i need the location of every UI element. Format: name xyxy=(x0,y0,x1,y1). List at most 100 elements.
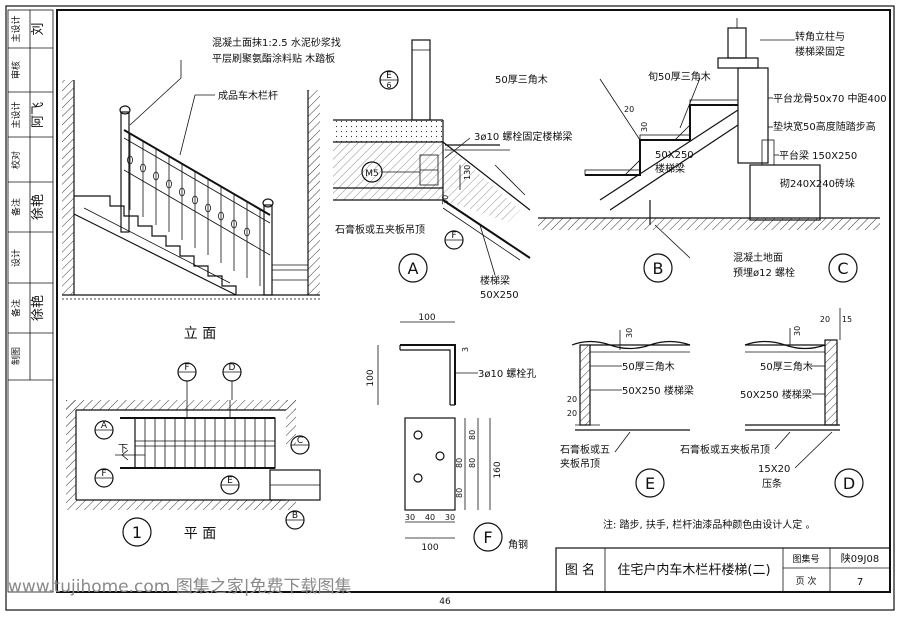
plan-m-a: A xyxy=(101,421,108,431)
b-angle-wood-2: 旬50厚三角木 xyxy=(648,70,711,83)
f-dim-100-left: 100 xyxy=(366,369,376,386)
a-bolt-note: 3ø10 螺栓固定楼梯梁 xyxy=(474,130,572,143)
e-beam: 50X250 楼梯梁 xyxy=(622,384,694,397)
side-sign-4: 徐艳 xyxy=(30,194,46,220)
detail-c: 转角立柱与 楼梯梁固定 平台龙骨50x70 中距400 垫块宽50高度随踏步高 … xyxy=(717,18,887,283)
a-marker: A xyxy=(408,259,419,278)
elev-note-1: 混凝土面抹1:2.5 水泥砂浆找 xyxy=(212,36,341,49)
a-sect-e-sub: 6 xyxy=(386,81,391,90)
side-label-7: 制图 xyxy=(10,347,22,365)
c-post-1: 转角立柱与 xyxy=(795,30,845,43)
elev-rail-label: 成品车木栏杆 xyxy=(218,89,278,102)
side-label-0: 主设计 xyxy=(10,15,22,42)
a-ceiling: 石膏板或五夹板吊顶 xyxy=(335,223,425,236)
e-dim-30: 30 xyxy=(625,328,634,338)
c-pad: 垫块宽50高度随踏步高 xyxy=(773,120,876,133)
b-dim-20: 20 xyxy=(624,105,634,114)
e-angle-wood: 50厚三角木 xyxy=(622,361,675,373)
tb-name: 住宅户内车木栏杆楼梯(二) xyxy=(617,562,770,578)
side-label-1: 审核 xyxy=(10,61,22,79)
c-beam: 平台梁 150X250 xyxy=(779,149,857,162)
plan-m-f: F xyxy=(184,363,189,373)
inner-frame xyxy=(56,9,891,593)
side-label-5: 设计 xyxy=(10,249,22,267)
a-beam-1: 楼梯梁 xyxy=(480,274,510,287)
side-sign-0: 刘 xyxy=(31,22,46,35)
detail-e: 30 50厚三角木 50X250 楼梯梁 20 20 石膏板或五 夹板吊顶 E xyxy=(560,328,694,498)
tb-name-label: 图 名 xyxy=(565,562,595,578)
e-marker: E xyxy=(645,474,655,493)
elevation-view: 混凝土面抹1:2.5 水泥砂浆找 平层刷聚氨酯涂料贴 木踏板 成品车木栏杆 立 … xyxy=(62,36,341,342)
d-dim-30: 30 xyxy=(793,326,802,336)
outer-frame xyxy=(5,5,895,611)
b-marker: B xyxy=(653,259,664,278)
f-dim-100-bot: 100 xyxy=(421,543,438,553)
plan-m-b: B xyxy=(292,511,298,521)
a-dim-130: 130 xyxy=(463,165,472,180)
elev-note-2: 平层刷聚氨酯涂料贴 木踏板 xyxy=(212,52,335,65)
tb-set-label: 图集号 xyxy=(792,553,819,565)
detail-a: E 6 M5 130 30 F 3ø10 螺栓固定楼梯梁 石膏板或五夹板吊顶 楼… xyxy=(333,39,572,301)
c-keel: 平台龙骨50x70 中距400 xyxy=(773,92,887,105)
d-angle-wood: 50厚三角木 xyxy=(760,361,813,373)
d-strip-2: 压条 xyxy=(762,477,782,490)
watermark: www.tujihome.com 图集之家|免费下载图集 xyxy=(8,577,351,597)
plan-m-e: E xyxy=(227,476,233,486)
f-dim-30a: 30 xyxy=(405,513,415,522)
f-dim-80a: 80 xyxy=(468,430,477,440)
side-sign-2: 阿飞 xyxy=(31,102,46,128)
title-block: 图 名 住宅户内车木栏杆楼梯(二) 图集号 陕09J08 页 次 7 xyxy=(555,547,891,593)
f-marker: F xyxy=(483,528,492,547)
f-dim-160: 160 xyxy=(493,461,503,478)
a-m5: M5 xyxy=(365,169,379,179)
side-label-2: 主设计 xyxy=(10,101,22,128)
side-label-3: 校对 xyxy=(10,151,22,169)
f-dim-80d: 80 xyxy=(455,488,464,498)
b-ground-2: 预埋ø12 螺栓 xyxy=(733,266,795,279)
f-dim-40: 40 xyxy=(425,513,435,522)
d-ceiling: 石膏板或五夹板吊顶 xyxy=(680,443,770,456)
tb-set-value: 陕09J08 xyxy=(841,552,879,565)
f-dim-80c: 80 xyxy=(468,458,477,468)
b-beam-2: 楼梯梁 xyxy=(655,162,685,175)
plan-view: 下 F D A C F E B 1 平 面 xyxy=(66,362,321,547)
e-dim-20a: 20 xyxy=(567,395,577,404)
f-label: 角钢 xyxy=(508,538,528,551)
tb-page-label: 页 次 xyxy=(796,575,817,587)
e-ceiling-2: 夹板吊顶 xyxy=(560,457,600,470)
a-sect-f: F xyxy=(451,231,456,241)
plan-title-num: 1 xyxy=(132,523,142,542)
f-dim-30b: 30 xyxy=(445,513,455,522)
f-dim-80b: 80 xyxy=(455,458,464,468)
e-ceiling-1: 石膏板或五 xyxy=(560,443,610,456)
f-dim-100-top: 100 xyxy=(418,313,435,323)
side-column: 主设计 刘 审核 主设计 阿飞 校对 备注 徐艳 设计 备注 徐艳 制图 xyxy=(7,9,54,593)
tb-page-value: 7 xyxy=(857,577,863,588)
d-dim-20: 20 xyxy=(820,315,830,324)
b-dim-30: 30 xyxy=(640,122,649,132)
page-number: 46 xyxy=(439,597,451,607)
c-post-2: 楼梯梁固定 xyxy=(795,45,845,58)
c-marker: C xyxy=(837,259,848,278)
d-strip-1: 15X20 xyxy=(758,464,790,475)
detail-d: 30 20 15 50厚三角木 50X250 楼梯梁 石膏板或五夹板吊顶 15X… xyxy=(680,308,864,498)
b-ground-1: 混凝土地面 xyxy=(733,251,783,264)
side-label-6: 备注 xyxy=(10,299,22,317)
a-sect-e: E xyxy=(386,71,392,81)
d-marker: D xyxy=(843,474,855,493)
c-brick: 砌240X240砖垛 xyxy=(780,177,855,190)
b-beam-1: 50X250 xyxy=(655,150,694,161)
plan-title: 平 面 xyxy=(184,526,216,542)
plan-m-f2: F xyxy=(101,469,106,479)
a-dim-30: 30 xyxy=(441,195,450,205)
b-angle-wood: 50厚三角木 xyxy=(495,74,548,86)
plan-m-c: C xyxy=(297,436,303,446)
d-beam: 50X250 楼梯梁 xyxy=(740,388,812,401)
e-dim-20b: 20 xyxy=(567,409,577,418)
detail-b: 50厚三角木 旬50厚三角木 20 30 50X250 楼梯梁 混凝土地面 预埋… xyxy=(495,70,795,283)
f-dim-3: 3 xyxy=(461,347,470,352)
detail-f: 100 3 100 3ø10 螺栓孔 80 80 80 80 160 30 40… xyxy=(366,313,536,553)
d-dim-15: 15 xyxy=(842,315,852,324)
a-beam-2: 50X250 xyxy=(480,290,519,301)
